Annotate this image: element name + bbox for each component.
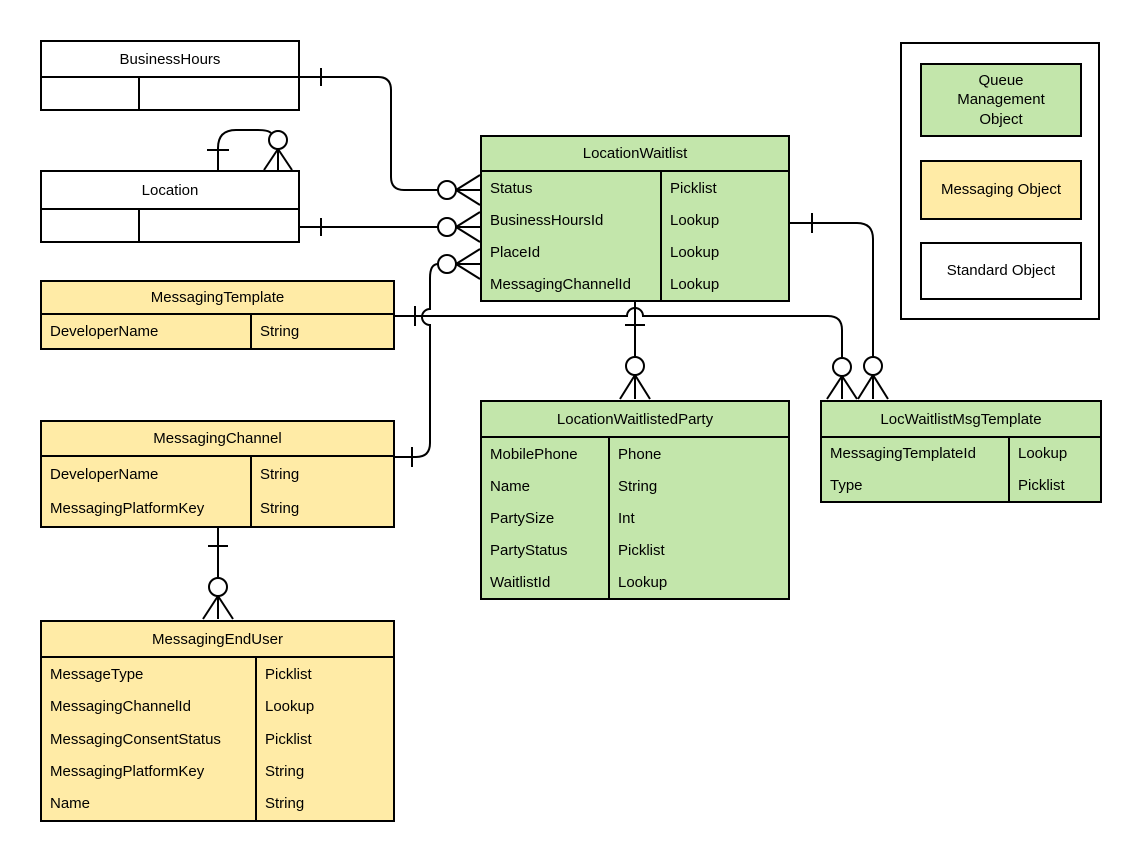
entity-title: MessagingEndUser	[42, 622, 393, 658]
field-type-cell: Lookup	[618, 573, 668, 591]
field-type-cell: String	[260, 465, 300, 483]
connector-locationwaitlist-locwaitlistmsgtemplate	[790, 213, 889, 400]
field-name-cell: PartyStatus	[490, 541, 568, 559]
legend-standard-object: Standard Object	[920, 242, 1082, 300]
crow-foot-many-marker	[826, 375, 858, 400]
zero-cardinality-circle	[208, 577, 228, 597]
zero-cardinality-circle	[863, 356, 883, 376]
connector-line	[395, 307, 843, 358]
field-name-cell: MessagingTemplateId	[830, 445, 976, 463]
crow-foot-many-marker	[263, 148, 293, 171]
field-name-cell: PartySize	[490, 509, 555, 527]
field-type-cell: Lookup	[670, 275, 720, 293]
field-type-cell: Picklist	[265, 730, 312, 748]
field-name-cell: MessageType	[50, 665, 144, 683]
field-type-cell: String	[260, 323, 300, 340]
field-name-cell: PlaceId	[490, 243, 541, 261]
field-name-cell	[42, 78, 138, 109]
connector-location-self-loop	[207, 129, 293, 171]
entity-messaging-channel: MessagingChannel DeveloperName Messaging…	[40, 420, 395, 528]
entity-location: Location	[40, 170, 300, 243]
zero-cardinality-circle	[832, 357, 852, 377]
connector-line	[790, 222, 874, 357]
entity-business-hours: BusinessHours	[40, 40, 300, 111]
field-name-cell: MobilePhone	[490, 445, 578, 463]
field-name-cell: BusinessHoursId	[490, 211, 604, 229]
connector-locationwaitlist-locationwaitlistedparty	[619, 302, 651, 400]
entity-location-waitlist: LocationWaitlist Status BusinessHoursId …	[480, 135, 790, 302]
field-type-cell: Picklist	[265, 665, 312, 683]
field-type-cell: String	[618, 477, 658, 495]
field-type-cell: Lookup	[1018, 445, 1068, 463]
field-type-cell: Lookup	[670, 243, 720, 261]
legend-queue-management-object: Queue Management Object	[920, 63, 1082, 137]
field-type-cell: Lookup	[265, 698, 315, 716]
entity-messaging-end-user: MessagingEndUser MessageType MessagingCh…	[40, 620, 395, 822]
crow-foot-many-marker	[857, 374, 889, 400]
field-name-cell: MessagingPlatformKey	[50, 500, 205, 518]
field-name-cell: Name	[490, 477, 531, 495]
field-name-cell: MessagingChannelId	[50, 698, 191, 716]
zero-cardinality-circle	[437, 180, 457, 200]
field-type-cell: Picklist	[1018, 476, 1065, 494]
field-type-cell: Picklist	[670, 179, 717, 197]
connector-line	[217, 129, 272, 170]
zero-cardinality-circle	[437, 217, 457, 237]
entity-title: Location	[42, 172, 298, 210]
field-type-cell: Phone	[618, 445, 662, 463]
entity-location-waitlisted-party: LocationWaitlistedParty MobilePhone Name…	[480, 400, 790, 600]
connector-line	[395, 263, 439, 458]
field-type-cell	[140, 78, 298, 109]
entity-title: LocWaitlistMsgTemplate	[822, 402, 1100, 438]
field-type-cell: String	[265, 762, 305, 780]
crow-foot-many-marker	[455, 248, 481, 280]
connector-businesshours-locationwaitlist	[300, 68, 481, 206]
entity-loc-waitlist-msg-template: LocWaitlistMsgTemplate MessagingTemplate…	[820, 400, 1102, 503]
field-name-cell: MessagingConsentStatus	[50, 730, 221, 748]
crow-foot-many-marker	[619, 374, 651, 400]
field-type-cell: Lookup	[670, 211, 720, 229]
connector-messagingchannel-locationwaitlist	[395, 248, 481, 467]
legend-messaging-object: Messaging Object	[920, 160, 1082, 220]
crow-foot-many-marker	[455, 174, 481, 206]
field-name-cell	[42, 210, 138, 241]
field-name-cell: WaitlistId	[490, 573, 551, 591]
field-name-cell: MessagingPlatformKey	[50, 762, 205, 780]
field-name-cell: Name	[50, 795, 91, 813]
field-name-cell: DeveloperName	[50, 323, 159, 340]
connector-line	[300, 76, 438, 191]
field-type-cell: Picklist	[618, 541, 665, 559]
zero-cardinality-circle	[437, 254, 457, 274]
zero-cardinality-circle	[625, 356, 645, 376]
crow-foot-many-marker	[202, 595, 234, 620]
entity-title: BusinessHours	[42, 42, 298, 78]
field-name-cell: Type	[830, 476, 863, 494]
connector-messagingtemplate-locwaitlistmsgtemplate	[395, 306, 858, 400]
field-name-cell: DeveloperName	[50, 465, 159, 483]
entity-messaging-template: MessagingTemplate DeveloperName String	[40, 280, 395, 350]
field-type-cell: String	[265, 795, 305, 813]
zero-cardinality-circle	[268, 130, 288, 150]
field-type-cell: Int	[618, 509, 635, 527]
field-name-cell: Status	[490, 179, 533, 197]
field-type-cell	[140, 210, 298, 241]
connector-location-locationwaitlist	[300, 211, 481, 243]
entity-title: MessagingTemplate	[42, 282, 393, 315]
entity-title: LocationWaitlist	[482, 137, 788, 172]
legend: Queue Management Object Messaging Object…	[900, 42, 1100, 320]
entity-title: MessagingChannel	[42, 422, 393, 457]
crow-foot-many-marker	[455, 211, 481, 243]
entity-title: LocationWaitlistedParty	[482, 402, 788, 438]
field-name-cell: MessagingChannelId	[490, 275, 631, 293]
connector-messagingchannel-messagingenduser	[202, 528, 234, 620]
field-type-cell: String	[260, 500, 300, 518]
